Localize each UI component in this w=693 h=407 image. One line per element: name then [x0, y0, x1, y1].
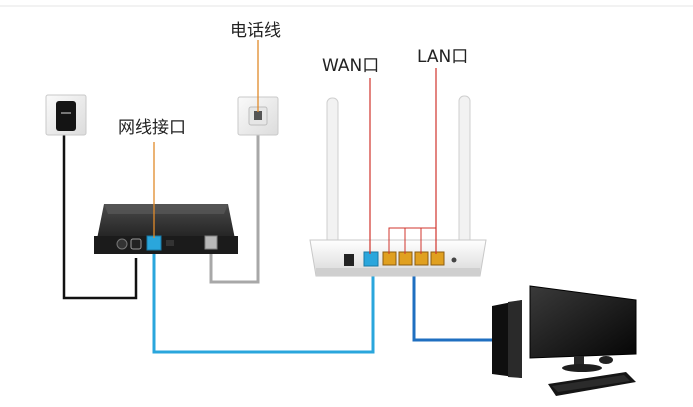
router-antenna-right — [458, 95, 471, 249]
ethernet-cable-lan-to-pc — [412, 264, 496, 342]
label-network-port: 网线接口 — [118, 118, 186, 138]
pointer-lan-bracket — [388, 227, 436, 254]
power-cable — [62, 135, 138, 300]
label-wan-port: WAN口 — [322, 56, 379, 76]
router-icon — [309, 95, 487, 277]
label-lan-port: LAN口 — [417, 47, 468, 67]
modem-icon — [94, 204, 238, 254]
wan-port — [363, 251, 379, 267]
desktop-computer-icon — [492, 285, 637, 396]
router-antenna-left — [326, 97, 339, 249]
pointer-lines — [153, 40, 437, 254]
cables — [62, 118, 496, 354]
ethernet-cable-modem-to-wan — [152, 250, 375, 354]
label-phone-line: 电话线 — [230, 21, 281, 41]
phone-cable — [209, 118, 260, 284]
lan-port-4 — [430, 251, 445, 266]
power-adapter-icon — [45, 94, 87, 136]
